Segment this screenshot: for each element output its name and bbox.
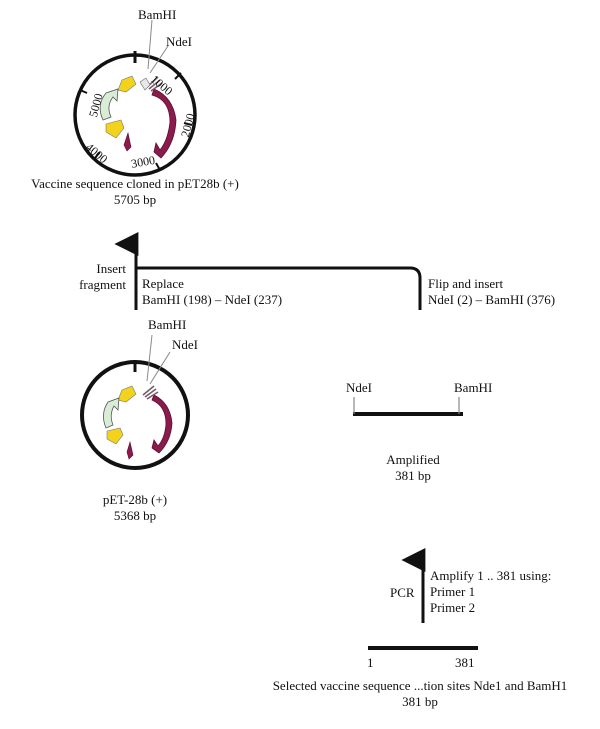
bottom-ndei-label: NdeI (172, 337, 198, 352)
top-feature-maroon-small (123, 131, 132, 152)
bottom-plasmid-ring (80, 360, 190, 470)
pcr-detail-line1: Amplify 1 .. 381 using: (430, 568, 552, 583)
bottom-feature-insert-stripes (142, 385, 159, 400)
amplified-label-line1: Amplified (386, 452, 440, 467)
insert-path (114, 232, 422, 310)
pcr-detail-line3: Primer 2 (430, 600, 476, 615)
selected-start-label: 1 (367, 655, 374, 670)
flip-label-line2: NdeI (2) – BamHI (376) (428, 292, 556, 307)
selected-end-label: 381 (455, 655, 475, 670)
replace-label-line1: Replace (142, 276, 184, 291)
top-bamhi-callout-line (147, 19, 153, 70)
top-tick-1000 (174, 72, 182, 80)
pcr-label: PCR (390, 585, 415, 600)
bottom-feature-yellow-upper (117, 385, 137, 403)
bottom-bamhi-callout-line (146, 334, 153, 382)
top-tick-5000 (79, 89, 88, 94)
amplified-fragment (353, 397, 463, 416)
top-feature-yellow-lower (105, 119, 125, 139)
flip-label-line1: Flip and insert (428, 276, 504, 291)
selected-caption-line2: 381 bp (402, 694, 438, 709)
replace-label-line2: BamHI (198) – NdeI (237) (142, 292, 283, 307)
top-plasmid-map (73, 19, 197, 177)
bottom-ndei-callout-line (149, 351, 171, 385)
top-feature-site-block (139, 77, 151, 91)
top-tick-4000 (94, 151, 101, 159)
top-ndei-label: NdeI (166, 34, 192, 49)
top-plasmid-caption-line1: Vaccine sequence cloned in pET28b (+) (31, 176, 239, 191)
top-feature-yellow-upper (117, 75, 137, 93)
pcr-detail-line2: Primer 1 (430, 584, 476, 599)
insert-connector-line (136, 266, 422, 310)
bottom-plasmid-caption-line1: pET-28b (+) (102, 492, 168, 507)
selected-caption-line1: Selected vaccine sequence ...tion sites … (272, 678, 568, 693)
bottom-bamhi-label: BamHI (148, 317, 187, 332)
top-feature-maroon-large (151, 88, 177, 159)
top-ndei-callout-line (149, 45, 169, 74)
insert-label-line1: Insert (96, 261, 126, 276)
insert-label-line2: fragment (79, 277, 126, 292)
bottom-feature-maroon-small (126, 440, 134, 460)
top-tick-3000 (155, 162, 161, 171)
top-bamhi-label: BamHI (138, 7, 177, 22)
bottom-feature-maroon-large (151, 394, 173, 454)
bottom-plasmid-caption-line2: 5368 bp (113, 508, 157, 523)
top-feature-green (99, 88, 119, 121)
bottom-feature-yellow-lower (106, 427, 124, 445)
bottom-plasmid-map (80, 334, 190, 470)
amplified-label-line2: 381 bp (395, 468, 431, 483)
amplified-bamhi-label: BamHI (454, 380, 493, 395)
top-tick-2000 (183, 122, 193, 126)
amplified-ndei-label: NdeI (346, 380, 372, 395)
bottom-feature-green (103, 397, 120, 429)
top-plasmid-caption-line2: 5705 bp (113, 192, 157, 207)
